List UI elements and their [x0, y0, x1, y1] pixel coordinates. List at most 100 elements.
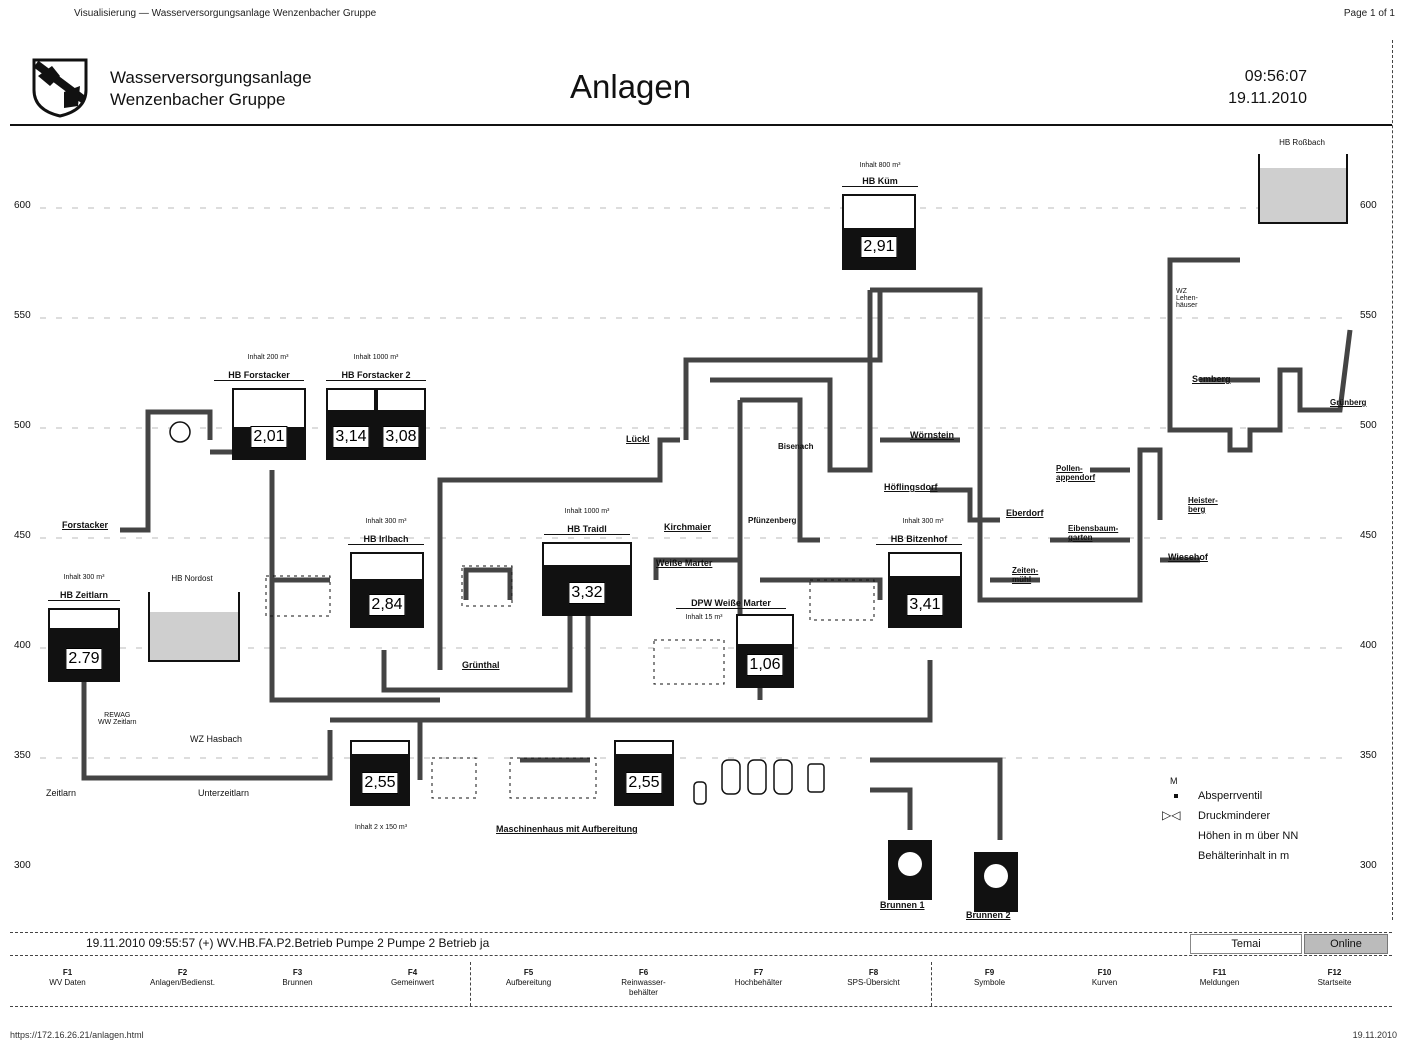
tank-weisse-marter-label: DPW Weiße Marter [676, 598, 786, 609]
tank-zeitlarn-inhalt: Inhalt 300 m³ [63, 574, 105, 581]
elev-right: 600 [1360, 200, 1377, 211]
label-wiesehof: Wiesehof [1168, 552, 1208, 562]
tank-forstacker2-a[interactable]: 3,14 [326, 388, 376, 460]
tank-kuem-value: 2,91 [860, 236, 898, 258]
pump-icon [984, 864, 1008, 888]
tank-maschinenhaus-inhalt: Inhalt 2 x 150 m³ [354, 824, 408, 831]
tank-rossbach[interactable] [1258, 154, 1348, 224]
crest-icon [32, 58, 88, 118]
fkey-number: F4 [407, 968, 418, 977]
well-brunnen2[interactable] [974, 852, 1018, 912]
fkey-number: F2 [177, 968, 188, 977]
fkey-number: F9 [984, 968, 995, 977]
label-wz-hasbach: WZ Hasbach [190, 734, 243, 744]
tank-traidl-inhalt: Inhalt 1000 m³ [564, 508, 610, 515]
label-maschinenhaus: Maschinenhaus mit Aufbereitung [496, 824, 638, 834]
tank-level [150, 612, 238, 660]
tank-bitzenhof[interactable]: 3,41 [888, 552, 962, 628]
fkey-label: SPS-Übersicht [847, 978, 900, 987]
well-brunnen1[interactable] [888, 840, 932, 900]
fkey-number: F1 [62, 968, 73, 977]
legend-item: Druckminderer [1198, 810, 1271, 822]
tank-irlbach-inhalt: Inhalt 300 m³ [365, 518, 407, 525]
pressure-reducer-icon: ▷◁ [1162, 808, 1181, 822]
label-wz-lehenhaeuser: WZ Lehen- häuser [1176, 288, 1198, 309]
elev-left: 500 [14, 420, 31, 431]
fkey-number: F7 [753, 968, 764, 977]
header-rule [10, 124, 1392, 126]
tank-maschinenhaus-b[interactable]: 2,55 [614, 740, 674, 806]
tank-maschinenhaus-a-value: 2,55 [361, 772, 399, 794]
elev-right: 550 [1360, 310, 1377, 321]
alarm-message[interactable]: 19.11.2010 09:55:57 (+) WV.HB.FA.P2.Betr… [86, 936, 490, 950]
tank-nordost[interactable] [148, 592, 240, 662]
label-heisterberg: Heister- berg [1188, 496, 1218, 514]
tank-kuem[interactable]: 2,91 [842, 194, 916, 270]
tank-bitzenhof-inhalt: Inhalt 300 m³ [902, 518, 944, 525]
tank-forstacker2-inhalt: Inhalt 1000 m³ [353, 354, 399, 361]
tank-kuem-label: HB Küm [842, 176, 918, 187]
tank-nordost-label: HB Nordost [171, 574, 213, 583]
tank-forstacker[interactable]: 2,01 [232, 388, 306, 460]
tank-forstacker2-a-value: 3,14 [332, 426, 370, 448]
tank-forstacker-inhalt: Inhalt 200 m³ [247, 354, 289, 361]
elev-right: 300 [1360, 860, 1377, 871]
temai-button[interactable]: Temai [1190, 934, 1302, 954]
label-zeitlarn: Zeitlarn [46, 788, 77, 798]
elev-left: 300 [14, 860, 31, 871]
tank-rossbach-label: HB Roßbach [1279, 138, 1325, 147]
fkey-label: Gemeinwert [390, 978, 435, 987]
elev-left: 350 [14, 750, 31, 761]
tank-weisse-marter[interactable]: 1,06 [736, 614, 794, 688]
label-weisse-marter: Weiße Marter [656, 558, 713, 568]
tank-maschinenhaus-a[interactable]: 2,55 [350, 740, 410, 806]
tank-forstacker2-b-value: 3,08 [382, 426, 420, 448]
fkey-number: F5 [523, 968, 534, 977]
page-header-left: Visualisierung — Wasserversorgungsanlage… [74, 8, 377, 19]
tank-bitzenhof-value: 3,41 [906, 594, 944, 616]
page-title: Anlagen [570, 68, 692, 105]
fkey-label: Hochbehälter [734, 978, 783, 987]
tank-forstacker-value: 2,01 [250, 426, 288, 448]
status-bar [10, 932, 1392, 956]
elev-left: 400 [14, 640, 31, 651]
tank-weisse-marter-inhalt: Inhalt 15 m³ [685, 614, 723, 621]
fkey-label: Startseite [1317, 978, 1352, 987]
tank-irlbach[interactable]: 2,84 [350, 552, 424, 628]
elev-right: 450 [1360, 530, 1377, 541]
tank-forstacker2-b[interactable]: 3,08 [376, 388, 426, 460]
fkey-label: Symbole [973, 978, 1006, 987]
tank-traidl[interactable]: 3,32 [542, 542, 632, 616]
tank-level [1260, 167, 1346, 222]
label-brunnen2: Brunnen 2 [966, 910, 1011, 920]
fkey-number: F6 [638, 968, 649, 977]
label-unterzeitlarn: Unterzeitlarn [198, 788, 250, 798]
fkey-label: Brunnen [282, 978, 313, 987]
fkey-number: F11 [1212, 968, 1227, 977]
label-lueckl: Lückl [626, 434, 650, 444]
tank-traidl-label: HB Traidl [544, 524, 630, 535]
online-button[interactable]: Online [1304, 934, 1388, 954]
org-name-line1: Wasserversorgungsanlage [110, 68, 312, 87]
fkey-label: Reinwasser- behälter [621, 978, 666, 997]
label-eberdorf: Eberdorf [1006, 508, 1044, 518]
clock-time: 09:56:07 [1244, 68, 1307, 85]
elev-right: 500 [1360, 420, 1377, 431]
label-pollenappendorf: Pollen- appendorf [1056, 464, 1096, 482]
tank-zeitlarn[interactable]: 2.79 [48, 608, 120, 682]
tank-irlbach-label: HB Irlbach [348, 534, 424, 545]
tank-traidl-value: 3,32 [568, 582, 606, 604]
